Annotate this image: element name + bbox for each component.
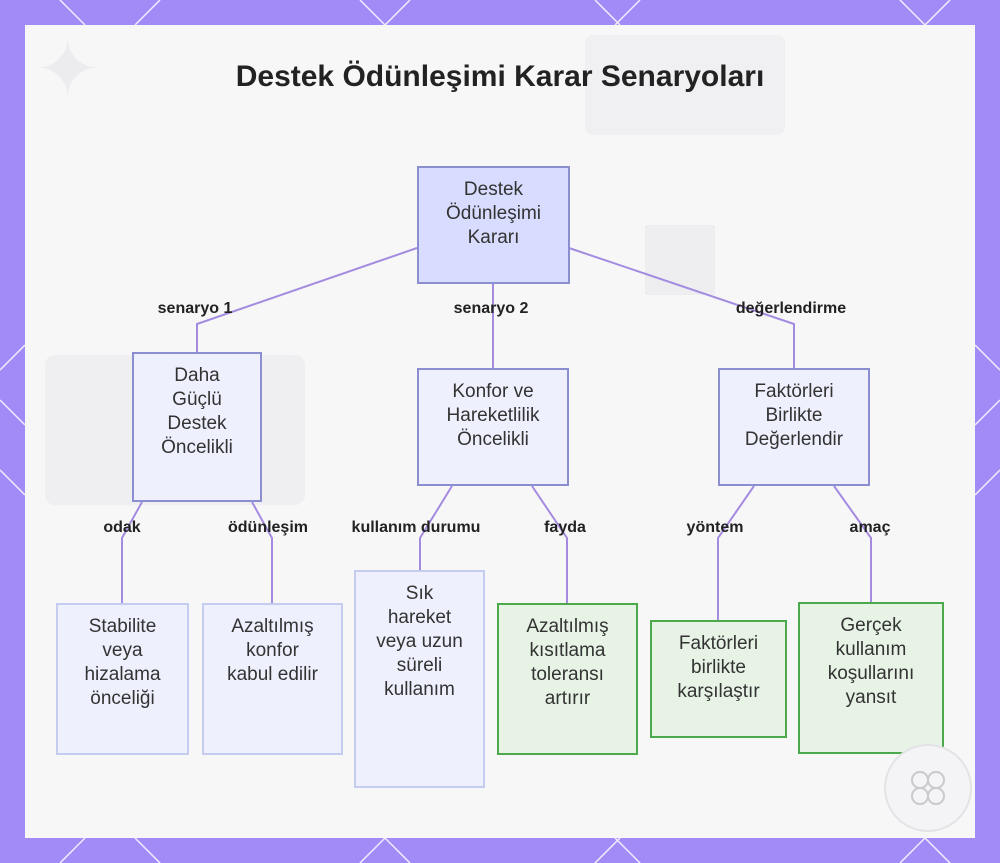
edge-comfort-to-tolerance [531,485,568,603]
node-comfort-mobility-label: Konfor ve Hareketlilik Öncelikli [446,381,540,450]
node-stability-label: Stabilite veya hizalama önceliği [84,616,161,709]
edge-label-benefit: fayda [544,519,586,536]
edge-label-scenario1: senaryo 1 [157,300,233,317]
edge-label-focus: odak [103,519,141,536]
node-real-conditions-label: Gerçek kullanım koşullarını yansıt [827,615,915,708]
node-frequent-movement: Sık hareket veya uzun süreli kullanım [354,570,485,788]
background-shape [645,225,715,295]
logo-icon [911,771,945,805]
background-shape [585,35,785,135]
node-evaluate-together: Faktörleri Birlikte Değerlendir [718,368,870,486]
edge-root-to-evaluate-together [568,247,795,368]
edge-label-usage: kullanım durumu [351,519,481,536]
logo-badge [884,744,972,832]
node-strong-support-label: Daha Güçlü Destek Öncelikli [161,365,233,458]
edge-label-scenario2: senaryo 2 [453,300,529,317]
edge-label-purpose: amaç [849,519,891,536]
edge-strong-to-stability [121,501,143,603]
node-real-conditions: Gerçek kullanım koşullarını yansıt [798,602,944,754]
node-reduced-comfort-label: Azaltılmış konfor kabul edilir [227,616,318,685]
edge-strong-to-reduced-comfort [251,501,273,603]
node-evaluate-together-label: Faktörleri Birlikte Değerlendir [744,381,844,450]
node-compare-factors: Faktörleri birlikte karşılaştır [650,620,787,738]
edge-label-tradeoff: ödünleşim [227,519,309,536]
node-strong-support: Daha Güçlü Destek Öncelikli [132,352,262,502]
edge-evaluate-to-compare [717,485,755,620]
node-restriction-tolerance-label: Azaltılmış kısıtlama toleransı artırır [526,616,609,709]
node-root-label: Destek Ödünleşimi Kararı [445,179,542,248]
edge-root-to-strong-support [196,247,418,352]
node-frequent-movement-label: Sık hareket veya uzun süreli kullanım [376,583,463,700]
node-compare-factors-label: Faktörleri birlikte karşılaştır [677,633,760,702]
background-watermark-art: ✦ [35,25,101,115]
node-reduced-comfort: Azaltılmış konfor kabul edilir [202,603,343,755]
edge-label-evaluation: değerlendirme [735,300,847,317]
edge-label-method: yöntem [686,519,744,536]
edge-comfort-to-frequent [419,485,453,570]
node-restriction-tolerance: Azaltılmış kısıtlama toleransı artırır [497,603,638,755]
node-stability: Stabilite veya hizalama önceliği [56,603,189,755]
node-root: Destek Ödünleşimi Kararı [417,166,570,284]
edge-evaluate-to-real [833,485,872,602]
diagram-title: Destek Ödünleşimi Karar Senaryoları [235,60,765,93]
node-comfort-mobility: Konfor ve Hareketlilik Öncelikli [417,368,569,486]
